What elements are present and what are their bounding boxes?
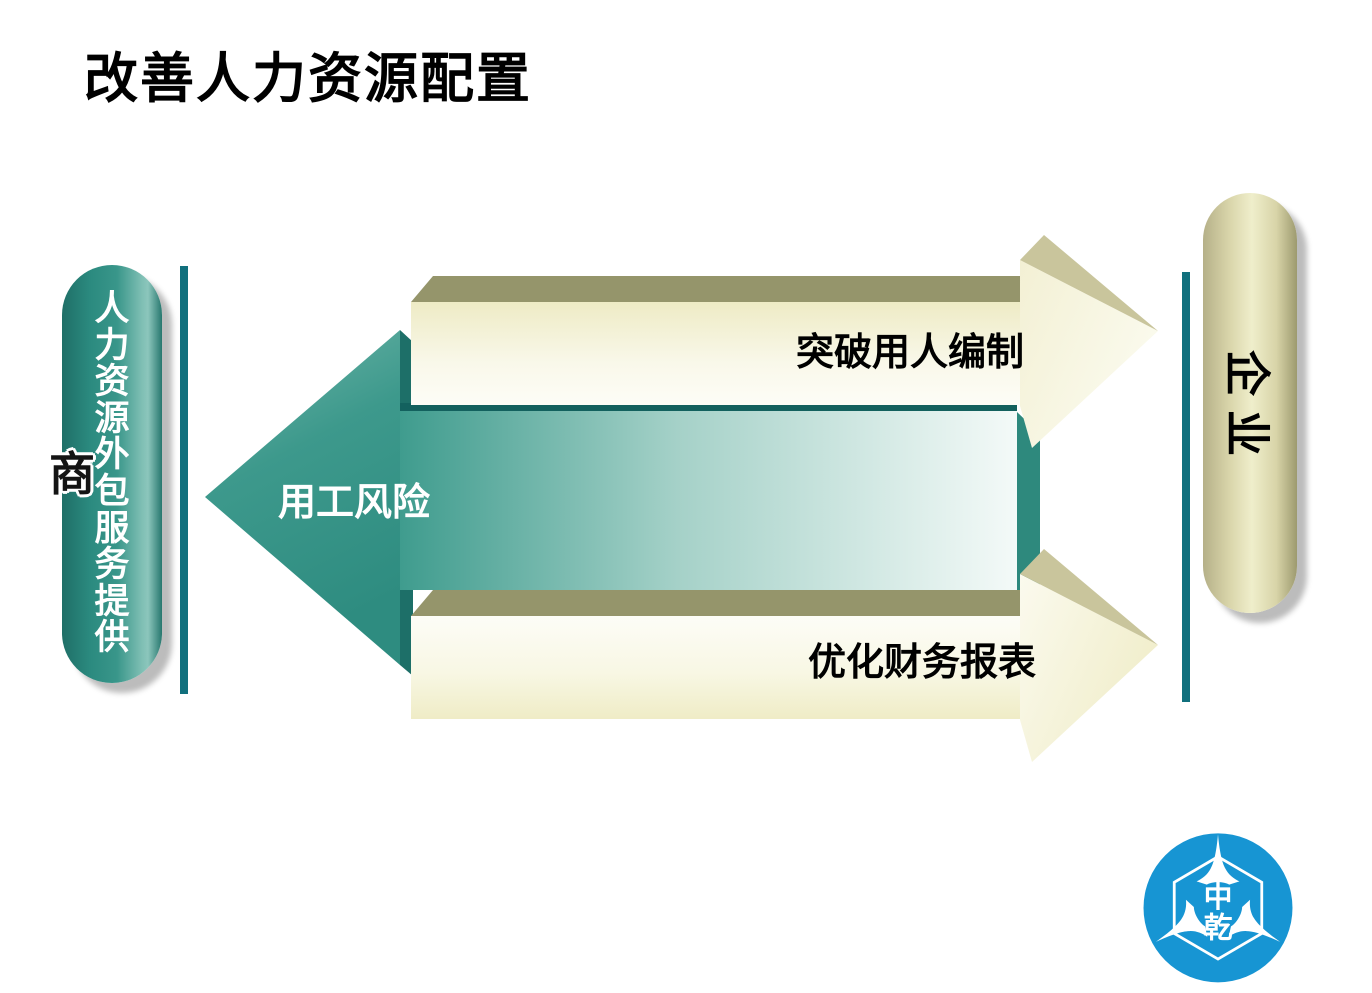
enterprise-capsule: 企业 [1203,193,1297,613]
provider-capsule-label: 人力资源外包服务提供 [94,289,130,659]
bottom-arrow [411,549,1158,762]
divider-line-left [180,266,188,694]
middle-arrow-top-edge [400,403,1017,411]
logo-text-top: 中 [1204,880,1233,914]
page-title: 改善人力资源配置 [84,47,532,110]
top-arrow-label: 突破用人编制 [796,330,1025,374]
logo-tower-left [1155,899,1208,942]
logo-text-bottom: 乾 [1204,911,1233,945]
top-arrow-body [411,302,1020,405]
logo-circle [1143,833,1293,983]
top-arrow-body-bevel [411,276,1022,302]
bottom-arrow-body-bevel [411,590,1022,616]
bottom-arrow-body [411,616,1020,719]
enterprise-capsule-label: 企业 [1220,350,1274,470]
company-logo: 中 乾 [1137,825,1299,987]
provider-capsule-overflow-char: 商 [49,447,95,501]
bottom-arrow-head [1020,574,1158,762]
logo-tower-right [1228,899,1281,942]
bottom-arrow-head-bevel [1020,549,1158,645]
divider-line-right [1182,272,1190,702]
top-arrow-head [1020,260,1158,448]
top-arrow [411,235,1158,448]
middle-arrow-body [400,411,1017,590]
middle-arrow-label: 用工风险 [278,480,431,524]
top-arrow-head-bevel [1020,235,1158,331]
provider-capsule: 人力资源外包服务提供 [62,265,162,683]
logo-tower-top [1196,834,1240,885]
logo-hexagon [1172,855,1264,961]
middle-arrow-head [205,330,400,665]
bottom-arrow-label: 优化财务报表 [808,640,1037,684]
